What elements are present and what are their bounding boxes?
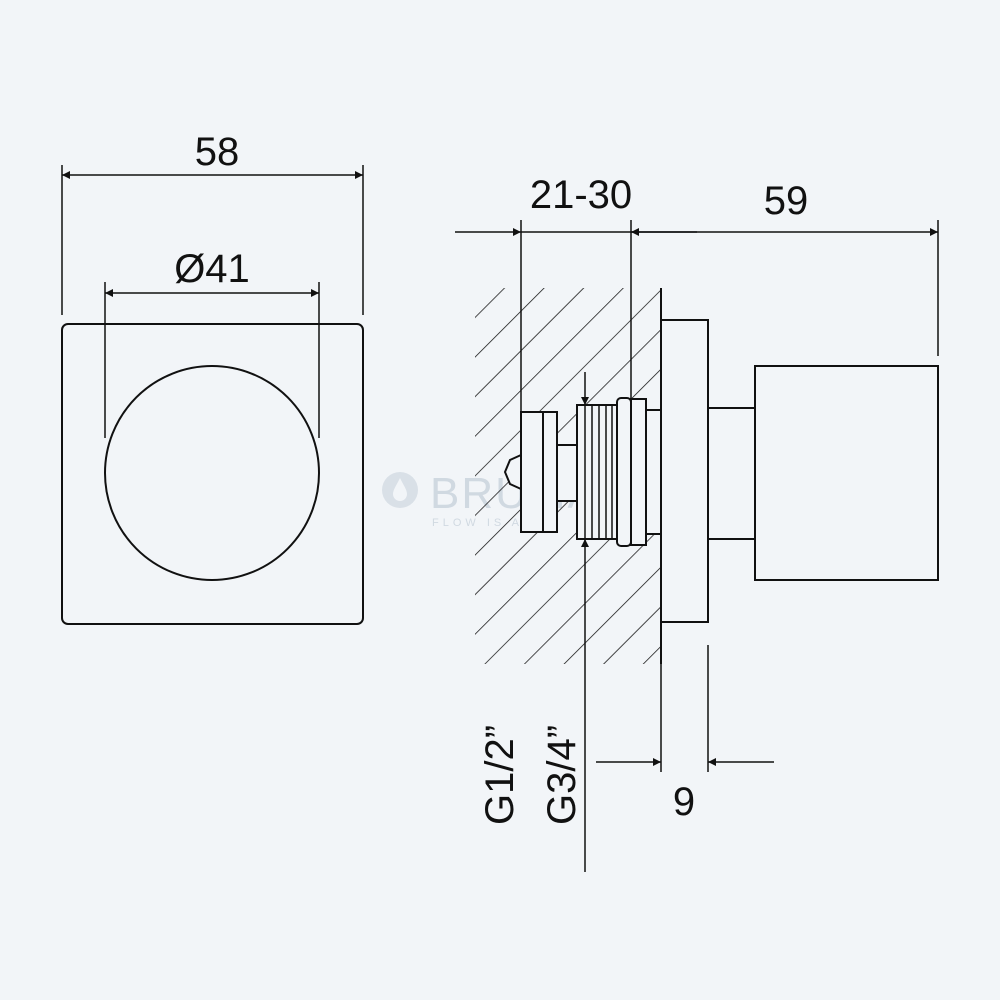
valve-collar-flange xyxy=(630,398,647,546)
plate-thickness-label: 9 xyxy=(673,780,695,824)
valve-nozzle xyxy=(503,453,522,491)
knob-side xyxy=(754,365,939,581)
wall-plate-front xyxy=(61,323,364,625)
thread-lines xyxy=(584,405,613,539)
wall-plate-side xyxy=(660,319,709,623)
side-view: 21-30 59 G1/2” G3/4” 9 xyxy=(455,173,939,872)
valve-small-thread-body xyxy=(520,411,558,533)
valve-neck xyxy=(556,444,578,502)
valve-collar-ring xyxy=(616,397,632,547)
projection-label: 59 xyxy=(764,179,809,223)
spindle-side xyxy=(707,407,756,540)
diameter-dimension-label: Ø41 xyxy=(174,247,250,291)
valve-spindle-seat xyxy=(645,409,662,535)
front-view: 58 Ø41 xyxy=(61,130,364,625)
thread-small-label: G1/2” xyxy=(478,725,522,825)
thread-large-label: G3/4” xyxy=(540,725,584,825)
width-dimension-label: 58 xyxy=(195,130,240,174)
valve-large-thread-body xyxy=(576,404,618,540)
knob-front xyxy=(104,365,320,581)
depth-range-label: 21-30 xyxy=(530,173,632,217)
